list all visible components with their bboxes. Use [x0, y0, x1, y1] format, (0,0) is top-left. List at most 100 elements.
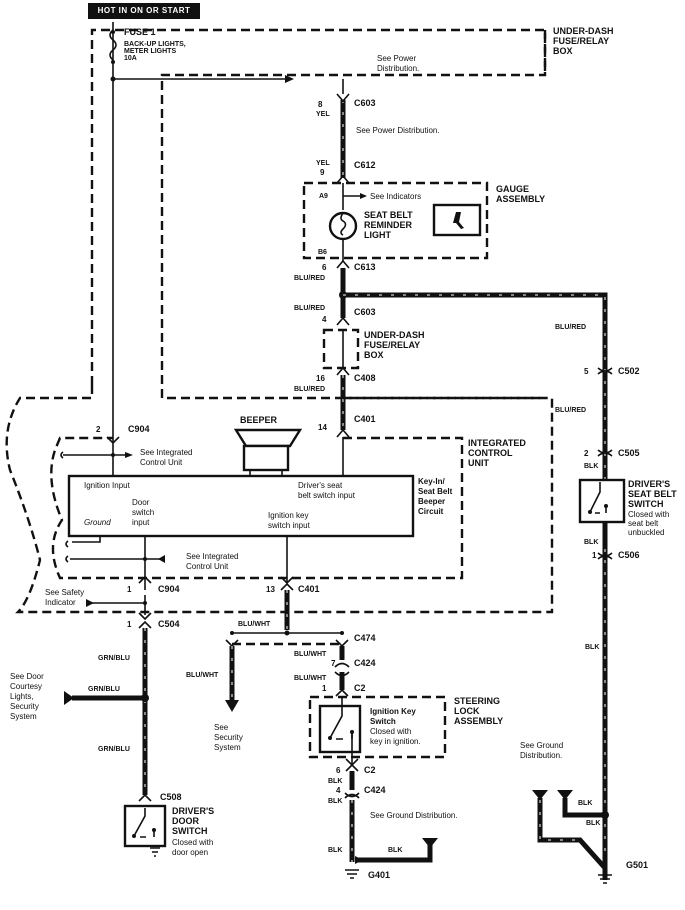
seat-belt-person-icon: [453, 212, 464, 229]
svg-text:unbuckled: unbuckled: [628, 528, 664, 537]
svg-text:switch input: switch input: [268, 521, 311, 530]
see-power-dist-2: See Power Distribution.: [356, 126, 440, 135]
c2a-label: C2: [354, 683, 366, 693]
beeper-body: [242, 444, 290, 472]
svg-text:13: 13: [266, 585, 275, 594]
c474-connector: [225, 639, 349, 648]
svg-text:10A: 10A: [124, 55, 137, 62]
fuse-junction: [110, 76, 116, 82]
svg-text:Lights,: Lights,: [10, 692, 34, 701]
svg-text:9: 9: [320, 168, 325, 177]
c603b-connector: [336, 316, 350, 326]
ground-label: Ground: [84, 518, 111, 527]
fuse-terminal-top: [111, 30, 115, 34]
g501-ground-icon: [598, 874, 612, 884]
svg-text:BOX: BOX: [553, 46, 573, 56]
door-courtesy-arrow: [64, 691, 74, 705]
icu-label: INTEGRATED: [468, 438, 526, 448]
see-ground-dist-1: See Ground Distribution.: [370, 811, 458, 820]
svg-text:SEAT BELT: SEAT BELT: [628, 489, 677, 499]
svg-text:ASSEMBLY: ASSEMBLY: [496, 194, 545, 204]
svg-text:YEL: YEL: [316, 160, 330, 167]
svg-text:Distribution.: Distribution.: [377, 64, 419, 73]
underdash-box-mid-outline: [322, 328, 360, 370]
svg-text:Courtesy: Courtesy: [10, 682, 42, 691]
ignition-key-switch-box: [318, 704, 362, 754]
ignition-key-input-label: Ignition key: [268, 511, 308, 520]
svg-text:input: input: [132, 518, 150, 527]
c506-connector: [597, 552, 613, 560]
c508-label: C508: [160, 792, 182, 802]
belt-switch-input-label: Driver's seat: [298, 481, 343, 490]
svg-text:BOX: BOX: [364, 350, 384, 360]
svg-text:GRN/BLU: GRN/BLU: [98, 746, 130, 753]
svg-text:key in ignition.: key in ignition.: [370, 737, 421, 746]
svg-text:ASSEMBLY: ASSEMBLY: [454, 716, 503, 726]
door-switch-label: DRIVER'S: [172, 806, 214, 816]
svg-text:System: System: [214, 743, 241, 752]
g401-label: G401: [368, 870, 390, 880]
svg-text:BLU/WHT: BLU/WHT: [186, 672, 219, 679]
c424a-label: C424: [354, 658, 376, 668]
c502-label: C502: [618, 366, 640, 376]
c613-label: C613: [354, 262, 376, 272]
g401-ground-icon: [345, 869, 359, 879]
svg-text:7: 7: [331, 659, 336, 668]
svg-text:METER LIGHTS: METER LIGHTS: [124, 48, 176, 55]
power-dist-arrow: [285, 75, 294, 83]
security-arrow: [225, 700, 239, 712]
svg-text:4: 4: [322, 315, 327, 324]
svg-text:B6: B6: [318, 249, 327, 256]
c904b-label: C904: [158, 584, 180, 594]
c408-label: C408: [354, 373, 376, 383]
see-door-courtesy: See Door: [10, 672, 44, 681]
svg-text:6: 6: [336, 766, 341, 775]
svg-text:5: 5: [584, 367, 589, 376]
svg-text:UNIT: UNIT: [468, 458, 489, 468]
beeper-horn: [233, 428, 303, 448]
svg-text:belt switch input: belt switch input: [298, 491, 356, 500]
seat-belt-light-bulb: [328, 211, 358, 241]
svg-text:14: 14: [318, 423, 327, 432]
blu-red-wire-right: [343, 292, 608, 560]
svg-text:BLK: BLK: [328, 798, 342, 805]
c504-connector: [138, 620, 152, 629]
svg-text:Circuit: Circuit: [418, 507, 444, 516]
c2b-connector: [345, 763, 359, 772]
c508-connector: [138, 793, 152, 802]
svg-text:BLK: BLK: [584, 539, 598, 546]
c502-connector: [597, 367, 613, 375]
hot-in-on-or-start-label: HOT IN ON OR START: [88, 3, 200, 19]
svg-text:BLK: BLK: [328, 847, 342, 854]
c904a-label: C904: [128, 424, 150, 434]
svg-text:BACK-UP LIGHTS,: BACK-UP LIGHTS,: [124, 41, 186, 48]
seat-belt-switch-label: DRIVER'S: [628, 479, 670, 489]
c401b-connector: [280, 582, 294, 591]
beeper-circuit-box: [67, 474, 415, 538]
svg-text:Closed with: Closed with: [628, 510, 669, 519]
gauge-assembly-label: GAUGE: [496, 184, 529, 194]
svg-text:BLK: BLK: [585, 644, 599, 651]
svg-text:YEL: YEL: [316, 111, 330, 118]
fuse-symbol: [109, 29, 117, 61]
svg-text:16: 16: [316, 374, 325, 383]
icu-outer-outline: [5, 385, 554, 614]
svg-text:8: 8: [318, 100, 323, 109]
svg-text:1: 1: [592, 551, 597, 560]
c904b-connector: [138, 575, 152, 584]
svg-text:Security: Security: [10, 702, 39, 711]
c603b-label: C603: [354, 307, 376, 317]
svg-text:BLU/WHT: BLU/WHT: [238, 621, 271, 628]
indicators-arrow: [360, 193, 367, 199]
svg-text:FUSE/RELAY: FUSE/RELAY: [553, 36, 609, 46]
svg-text:GRN/BLU: GRN/BLU: [88, 686, 120, 693]
svg-text:GRN/BLU: GRN/BLU: [98, 655, 130, 662]
c612-connector: [336, 174, 350, 184]
underdash-box-top-inner: [160, 30, 547, 400]
svg-text:BLK: BLK: [584, 463, 598, 470]
svg-text:1: 1: [127, 620, 132, 629]
c504-label: C504: [158, 619, 180, 629]
c603a-connector: [336, 93, 350, 103]
svg-text:door open: door open: [172, 848, 208, 857]
